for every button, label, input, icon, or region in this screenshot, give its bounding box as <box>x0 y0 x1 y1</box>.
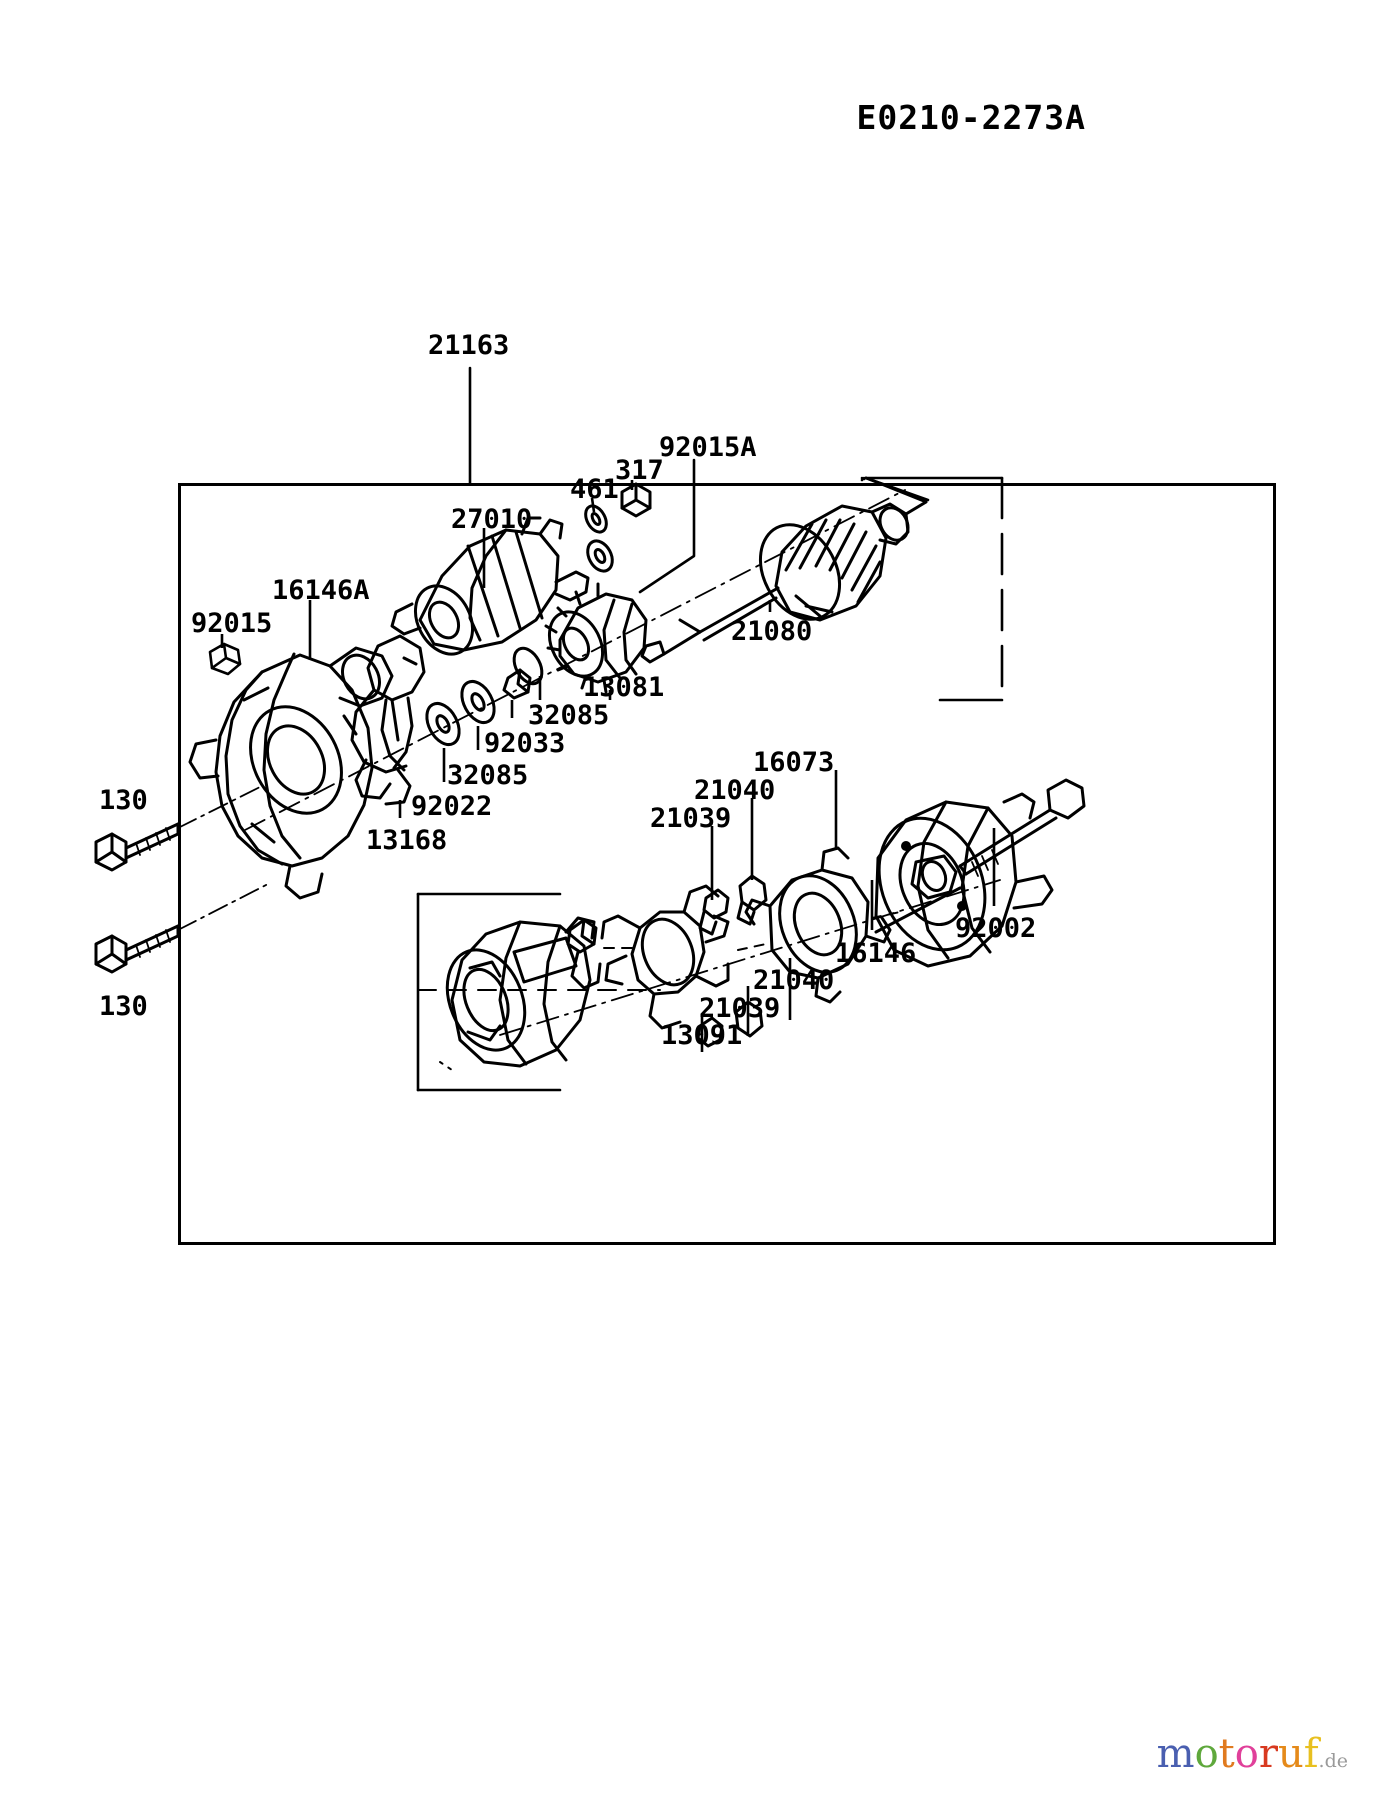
watermark-suffix: .de <box>1318 1750 1348 1772</box>
watermark-letter-m: m <box>1156 1731 1195 1777</box>
watermark-letter-u: u <box>1277 1731 1304 1777</box>
callout-92015: 92015 <box>191 608 273 639</box>
callout-130-lower: 130 <box>99 991 148 1022</box>
callout-317: 317 <box>615 455 664 486</box>
watermark-letter-t: t <box>1218 1731 1235 1777</box>
callout-13168: 13168 <box>366 825 448 856</box>
callout-92033: 92033 <box>484 728 566 759</box>
callout-21040-lower: 21040 <box>753 965 835 996</box>
callout-16146A: 16146A <box>272 575 370 606</box>
callout-32085-lower: 32085 <box>447 760 529 791</box>
callout-92002: 92002 <box>955 913 1037 944</box>
watermark-letter-f: f <box>1303 1731 1319 1777</box>
callout-92022: 92022 <box>411 791 493 822</box>
callout-16073: 16073 <box>753 747 835 778</box>
callout-21040-upper: 21040 <box>694 775 776 806</box>
callout-461: 461 <box>570 474 619 505</box>
watermark-letter-o2: o <box>1234 1731 1259 1777</box>
drawing-reference-number: E0210-2273A <box>856 98 1086 137</box>
callout-13081: 13081 <box>583 672 665 703</box>
callout-32085-upper: 32085 <box>528 700 610 731</box>
callout-21080: 21080 <box>731 616 813 647</box>
callout-21163: 21163 <box>428 330 510 361</box>
motoruf-watermark: motoruf.de <box>1157 1734 1348 1774</box>
callout-16146: 16146 <box>835 938 917 969</box>
diagram-frame <box>178 483 1276 1245</box>
callout-21039-lower: 21039 <box>699 993 781 1024</box>
callout-27010: 27010 <box>451 504 533 535</box>
callout-21039-upper: 21039 <box>650 803 732 834</box>
watermark-letter-o1: o <box>1194 1731 1219 1777</box>
callout-13091: 13091 <box>661 1020 743 1051</box>
callout-130-upper: 130 <box>99 785 148 816</box>
callout-92015A: 92015A <box>659 432 757 463</box>
watermark-letter-r: r <box>1258 1731 1278 1777</box>
